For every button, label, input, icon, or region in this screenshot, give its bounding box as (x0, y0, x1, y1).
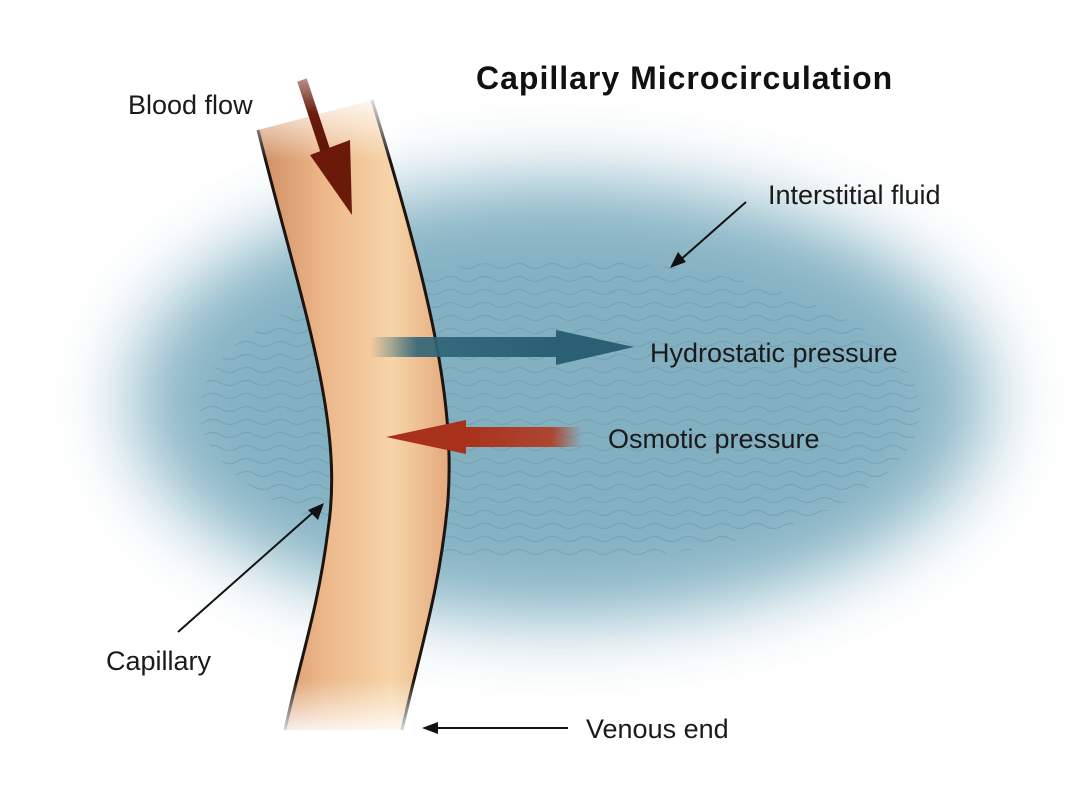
diagram-title: Capillary Microcirculation (476, 60, 894, 96)
capillary-pointer (177, 503, 324, 633)
blood-flow-arrow (297, 78, 352, 215)
blood-flow-label: Blood flow (128, 90, 253, 120)
interstitial-fluid-region (130, 180, 990, 620)
hydrostatic-pressure-arrow (370, 330, 634, 365)
interstitial-fluid-pointer (670, 201, 747, 268)
venous-end-pointer (422, 722, 568, 734)
osmotic-pressure-label: Osmotic pressure (608, 424, 820, 454)
osmotic-pressure-arrow (386, 420, 582, 454)
hydrostatic-pressure-label: Hydrostatic pressure (650, 338, 898, 368)
capillary-label: Capillary (106, 646, 212, 676)
interstitial-fluid-label: Interstitial fluid (768, 180, 941, 210)
venous-end-label: Venous end (586, 714, 729, 744)
